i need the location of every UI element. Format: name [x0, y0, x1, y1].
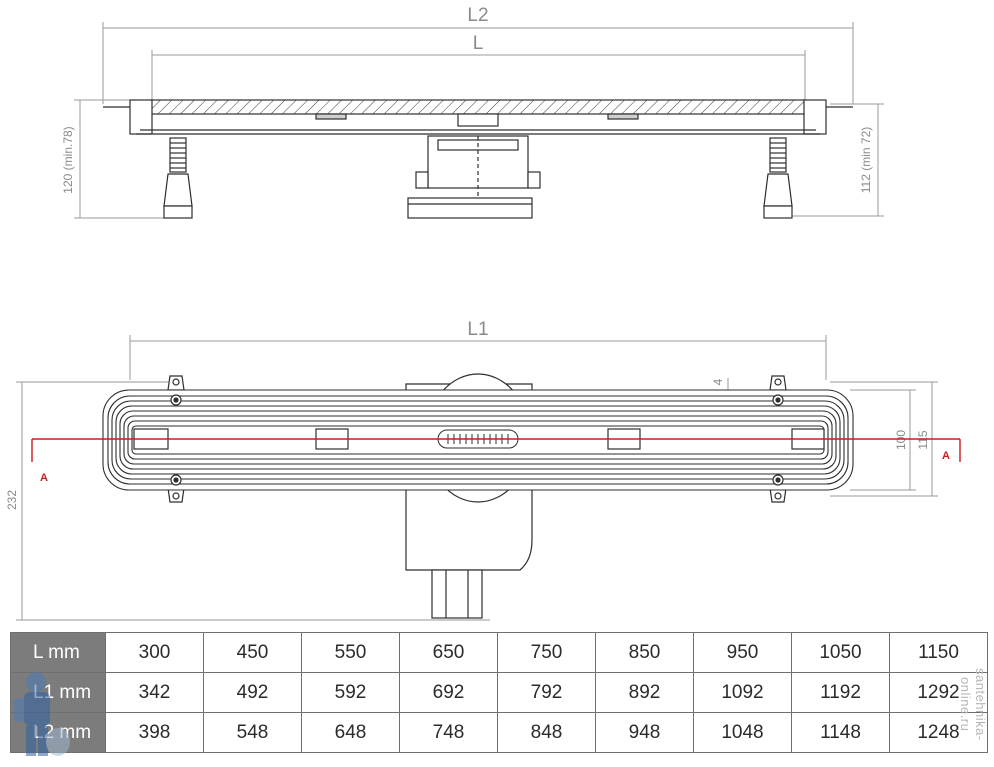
table-cell: 592: [301, 672, 400, 713]
section-line-A-A: [31, 438, 961, 462]
section-label-left: A: [40, 472, 48, 484]
siphon-outlet-section: [407, 135, 541, 219]
dim-label-232: 232: [5, 490, 19, 510]
drain-channel-section: [103, 99, 853, 135]
dimension-left-height: [74, 99, 170, 219]
table-cell: 1248: [889, 712, 988, 753]
size-table: L mm 300 450 550 650 750 850 950 1050 11…: [10, 632, 988, 753]
dimension-L: [151, 50, 806, 100]
dim-label-115: 115: [916, 430, 930, 449]
dim-label-right-height: 112 (min 72): [859, 127, 873, 193]
table-cell: 948: [595, 712, 694, 753]
dim-label-L: L: [473, 33, 484, 54]
dim-label-100: 100: [894, 430, 908, 450]
table-cell: 1048: [693, 712, 792, 753]
table-cell: 1050: [791, 632, 890, 673]
fixing-screws: [170, 394, 784, 486]
table-cell: 398: [105, 712, 204, 753]
table-cell: 492: [203, 672, 302, 713]
table-cell: 750: [497, 632, 596, 673]
dimension-right-height: [790, 103, 884, 217]
right-adjustable-leg: [763, 137, 793, 219]
table-row: L mm 300 450 550 650 750 850 950 1050 11…: [10, 632, 988, 673]
row-header-L1: L1 mm: [10, 672, 106, 713]
plan-view: L1 232 4 100 115: [5, 319, 961, 621]
table-row: L1 mm 342 492 592 692 792 892 1092 1192 …: [10, 672, 988, 713]
table-cell: 342: [105, 672, 204, 713]
table-cell: 848: [497, 712, 596, 753]
table-cell: 450: [203, 632, 302, 673]
row-header-L: L mm: [10, 632, 106, 673]
left-adjustable-leg: [163, 137, 193, 219]
table-cell: 692: [399, 672, 498, 713]
table-cell: 1148: [791, 712, 890, 753]
table-cell: 950: [693, 632, 792, 673]
table-cell: 748: [399, 712, 498, 753]
table-cell: 1192: [791, 672, 890, 713]
table-cell: 1150: [889, 632, 988, 673]
watermark-text: santehnika-online.ru: [958, 667, 988, 741]
table-cell: 792: [497, 672, 596, 713]
mounting-lugs: [167, 375, 787, 503]
table-cell: 850: [595, 632, 694, 673]
grate-hatched-section: [149, 99, 807, 115]
technical-drawing: L2 L 120 (min.78) 112 (min 72): [5, 5, 961, 621]
table-cell: 548: [203, 712, 302, 753]
dimension-L2: [102, 22, 854, 104]
table-cell: 648: [301, 712, 400, 753]
table-cell: 892: [595, 672, 694, 713]
side-section-view: L2 L 120 (min.78) 112 (min 72): [61, 5, 884, 219]
dim-label-L2: L2: [467, 5, 488, 26]
dim-label-L1: L1: [467, 319, 488, 340]
table-cell: 650: [399, 632, 498, 673]
section-label-right: A: [942, 450, 950, 462]
table-cell: 300: [105, 632, 204, 673]
dim-label-4: 4: [711, 378, 725, 385]
plumber-mascot-icon: [14, 672, 70, 756]
dimension-L1: [129, 335, 827, 380]
table-row: L2 mm 398 548 648 748 848 948 1048 1148 …: [10, 712, 988, 753]
table-cell: 550: [301, 632, 400, 673]
table-cell: 1092: [693, 672, 792, 713]
dimension-232: [16, 381, 490, 621]
dim-label-left-height: 120 (min.78): [61, 126, 75, 193]
